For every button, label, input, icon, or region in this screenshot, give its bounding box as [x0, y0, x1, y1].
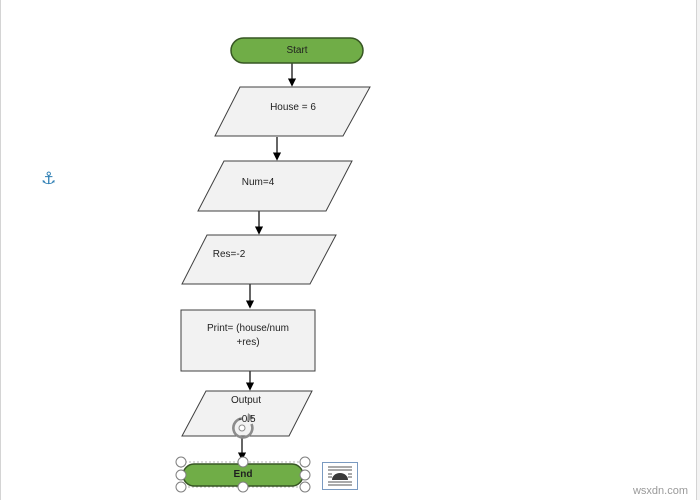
handle-bottom-right — [299, 481, 311, 493]
start-label: Start — [286, 45, 308, 56]
handle-top-left — [175, 456, 187, 468]
layout-options-icon — [328, 466, 352, 486]
house-label: House = 6 — [270, 102, 316, 113]
watermark-text: wsxdn.com — [632, 485, 688, 497]
output-label: Output — [230, 395, 262, 406]
handle-bottom-left — [175, 481, 187, 493]
res-label: Res=-2 — [212, 249, 246, 260]
handle-middle-left — [175, 469, 187, 481]
output-shape[interactable] — [181, 390, 313, 437]
start-terminal[interactable] — [230, 37, 364, 64]
layout-options-button[interactable] — [322, 462, 358, 490]
handle-top-middle — [237, 456, 249, 468]
print-label-line1: Print= (house/num — [207, 323, 289, 334]
num-input-shape[interactable] — [197, 160, 353, 212]
res-input-shape[interactable] — [181, 234, 337, 285]
anchor-icon[interactable]: ⚓ — [41, 169, 57, 188]
handle-middle-right — [299, 469, 311, 481]
rotate-handle-icon[interactable] — [232, 413, 254, 439]
end-label: End — [233, 469, 253, 480]
output-value: -0.5 — [238, 414, 256, 425]
selection-handles[interactable] — [175, 456, 311, 493]
print-label-line2: +res) — [236, 337, 260, 348]
print-process-shape[interactable] — [180, 309, 316, 372]
handle-top-right — [299, 456, 311, 468]
num-label: Num=4 — [241, 177, 275, 188]
handle-bottom-middle — [237, 481, 249, 493]
house-input-shape[interactable] — [214, 86, 371, 137]
